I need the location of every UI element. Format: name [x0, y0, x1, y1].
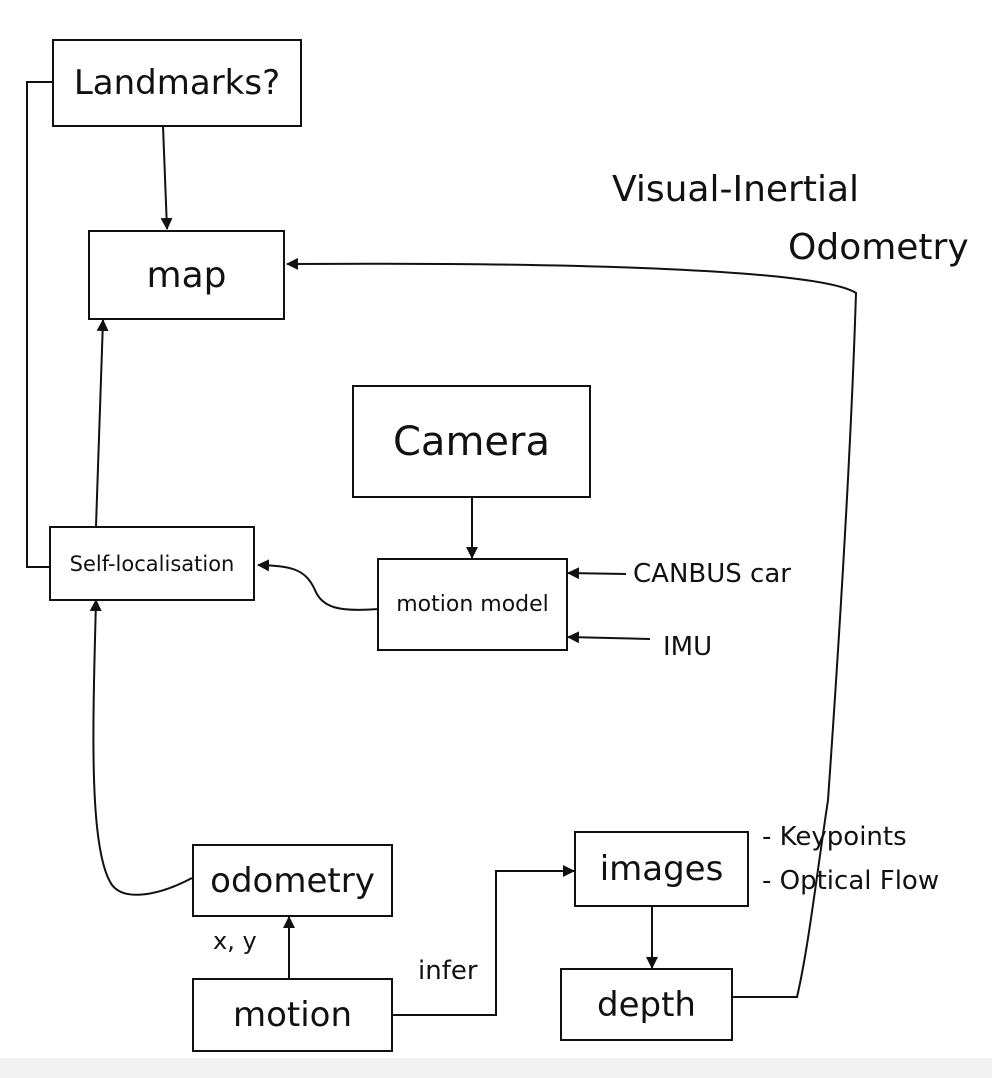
landmarks-box: Landmarks?	[52, 39, 302, 127]
depth-box: depth	[560, 968, 733, 1041]
xy-label: x, y	[213, 927, 257, 955]
edge-motion-to-images	[393, 865, 575, 1016]
images-box: images	[574, 831, 749, 907]
imu-label: IMU	[663, 632, 713, 662]
images-label: images	[599, 849, 724, 889]
motion-model-label: motion model	[396, 592, 549, 617]
map-label: map	[146, 254, 227, 296]
self-localisation-box: Self-localisation	[49, 526, 255, 601]
edge-imu-to-motion-model	[567, 631, 651, 644]
optical-flow-label: - Optical Flow	[762, 866, 940, 896]
vio-title-line2: Odometry	[788, 227, 969, 268]
motion-label: motion	[232, 995, 353, 1035]
infer-label: infer	[418, 956, 478, 986]
edge-self-localisation-to-map	[95, 319, 109, 527]
motion-model-box: motion model	[377, 558, 568, 651]
edge-landmarks-loop-to-self-localisation	[26, 81, 52, 568]
depth-label: depth	[597, 984, 696, 1025]
edge-depth-to-map	[286, 257, 858, 998]
keypoints-label: - Keypoints	[762, 822, 907, 852]
camera-box: Camera	[352, 385, 591, 498]
edge-landmarks-to-map	[160, 125, 173, 230]
bottom-border	[0, 1058, 992, 1078]
odometry-label: odometry	[210, 860, 375, 901]
landmarks-label: Landmarks?	[73, 63, 281, 103]
self-localisation-label: Self-localisation	[69, 551, 235, 576]
vio-title-line1: Visual-Inertial	[612, 169, 860, 210]
edge-canbus-to-motion-model	[567, 567, 627, 580]
edge-motion-model-to-self-localisation	[257, 559, 379, 611]
camera-label: Camera	[393, 418, 550, 465]
canbus-label: CANBUS car	[633, 559, 791, 589]
motion-box: motion	[192, 978, 393, 1052]
edge-odometry-to-self-localisation	[89, 599, 193, 896]
map-box: map	[88, 230, 285, 320]
odometry-box: odometry	[192, 844, 393, 917]
